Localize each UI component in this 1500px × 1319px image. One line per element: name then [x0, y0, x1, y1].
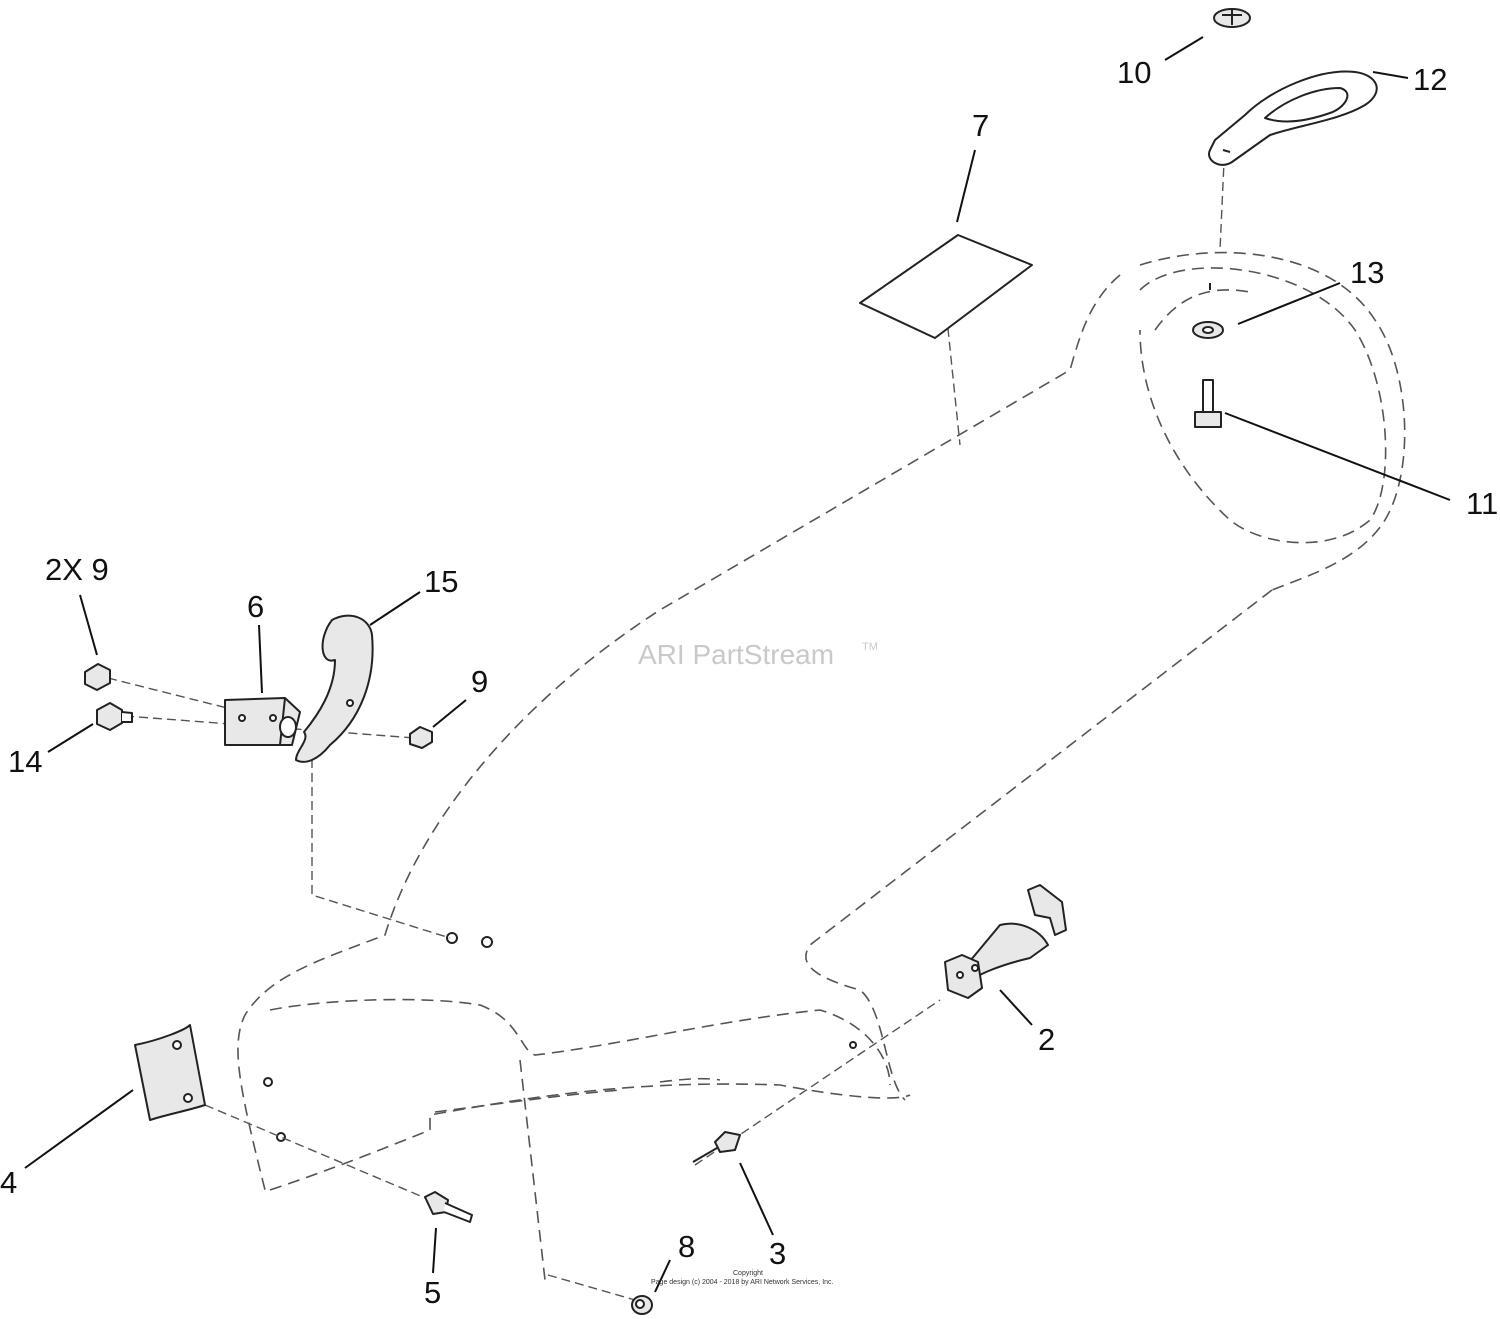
callout-3: 3 [769, 1236, 786, 1271]
part-8-clip [631, 1295, 653, 1315]
callout-12: 12 [1413, 62, 1447, 97]
callout-labels: 10 12 7 13 11 2X 9 6 15 9 14 2 4 3 8 5 [0, 55, 1498, 1310]
callout-6: 6 [247, 589, 264, 624]
part-7-decal [859, 234, 1033, 339]
part-4-plate [134, 1024, 206, 1121]
part-13-washer [1192, 283, 1224, 339]
callout-8: 8 [678, 1229, 695, 1264]
callout-2: 2 [1038, 1022, 1055, 1057]
part-9-nut-right [409, 726, 433, 749]
part-5-pin [424, 1191, 473, 1223]
callout-9: 9 [471, 664, 488, 699]
callout-15: 15 [424, 564, 458, 599]
callout-11: 11 [1466, 486, 1498, 521]
part-11-bolt [1194, 379, 1222, 428]
callout-4: 4 [0, 1165, 17, 1200]
callout-14: 14 [8, 744, 42, 779]
copyright-line2: Page design (c) 2004 - 2018 by ARI Netwo… [651, 1279, 834, 1286]
part-6-bracket [224, 697, 301, 746]
chute-body-outline [237, 251, 1406, 1281]
callout-7: 7 [972, 108, 989, 143]
part-3-rivet [692, 1131, 741, 1163]
callout-5: 5 [424, 1275, 441, 1310]
copyright-line1: Copyright [733, 1270, 763, 1277]
part-14-bolt [96, 702, 133, 731]
part-9-nut-upper [84, 663, 111, 691]
watermark-text: ARI PartStream [638, 639, 834, 670]
callout-10: 10 [1117, 55, 1151, 90]
watermark: ARI PartStream TM [638, 639, 878, 670]
callout-2x9: 2X 9 [45, 552, 109, 587]
part-2-handle-assembly [944, 884, 1067, 999]
leader-lines [24, 36, 1451, 1293]
part-12-handle [1208, 70, 1378, 166]
callout-13: 13 [1350, 255, 1384, 290]
watermark-tm: TM [862, 641, 878, 653]
part-15-latch [295, 614, 374, 763]
copyright: Copyright Page design (c) 2004 - 2018 by… [651, 1270, 834, 1286]
part-10-knob [1213, 8, 1251, 28]
